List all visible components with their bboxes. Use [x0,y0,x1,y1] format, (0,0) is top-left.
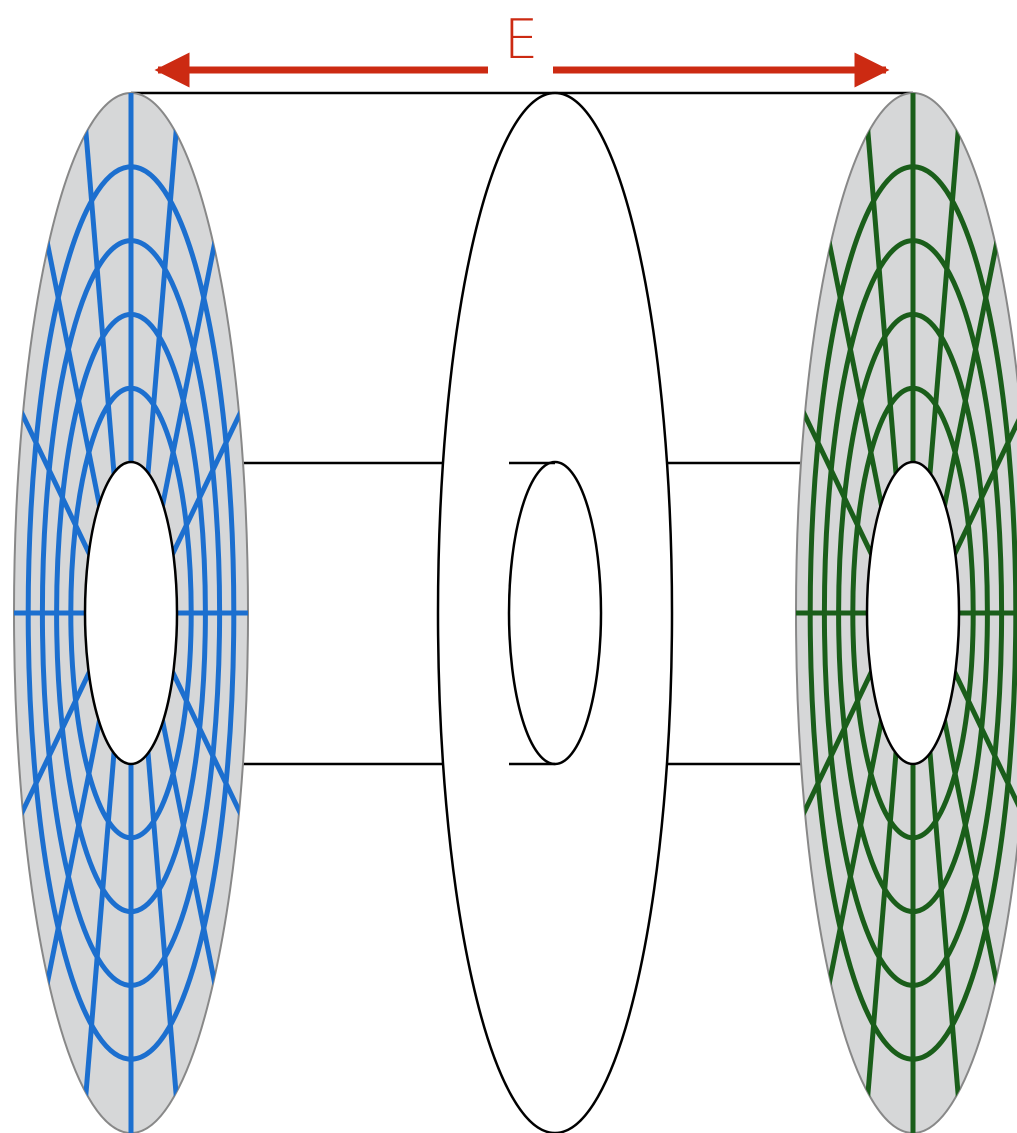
left-disk-grid-spoke [15,402,96,563]
right-disk-grid-spoke [939,226,1003,518]
left-disk-grid-spoke [157,226,221,518]
left-disk-grid-spoke [81,108,118,488]
left-disk-grid-spoke [81,738,118,1118]
middle-disk-hole [507,460,603,766]
middle-disk [436,91,674,1133]
right-disk-grid-spoke [797,663,878,824]
right-disk-grid-spoke [797,402,878,563]
right-disk [795,92,1017,1133]
left-disk-grid-spoke [157,708,221,1000]
right-disk-grid-spoke [948,663,1017,824]
left-disk-grid-spoke [15,663,96,824]
left-disk-hole [83,460,179,766]
right-disk-grid-spoke [823,226,887,518]
left-disk-grid-spoke [166,402,247,563]
arrow-label: E [504,8,538,71]
left-disk-grid-spoke [166,663,247,824]
right-disk-grid [796,93,1017,1133]
left-disk-grid-spoke [41,226,105,518]
left-disk-grid-spoke [41,708,105,1000]
right-disk-grid-spoke [939,708,1003,1000]
dimension-arrow-e: E [154,8,890,88]
right-disk-grid-spoke [863,738,900,1118]
right-disk-grid-spoke [823,708,887,1000]
right-disk-grid-spoke [926,738,963,1118]
left-disk-grid-spoke [144,108,181,488]
left-disk [13,92,249,1133]
right-disk-grid-spoke [948,402,1017,563]
right-disk-grid-spoke [863,108,900,488]
right-disk-grid-spoke [926,108,963,488]
left-disk-grid [14,93,248,1133]
left-disk-grid-spoke [144,738,181,1118]
right-disk-hole [865,460,961,766]
